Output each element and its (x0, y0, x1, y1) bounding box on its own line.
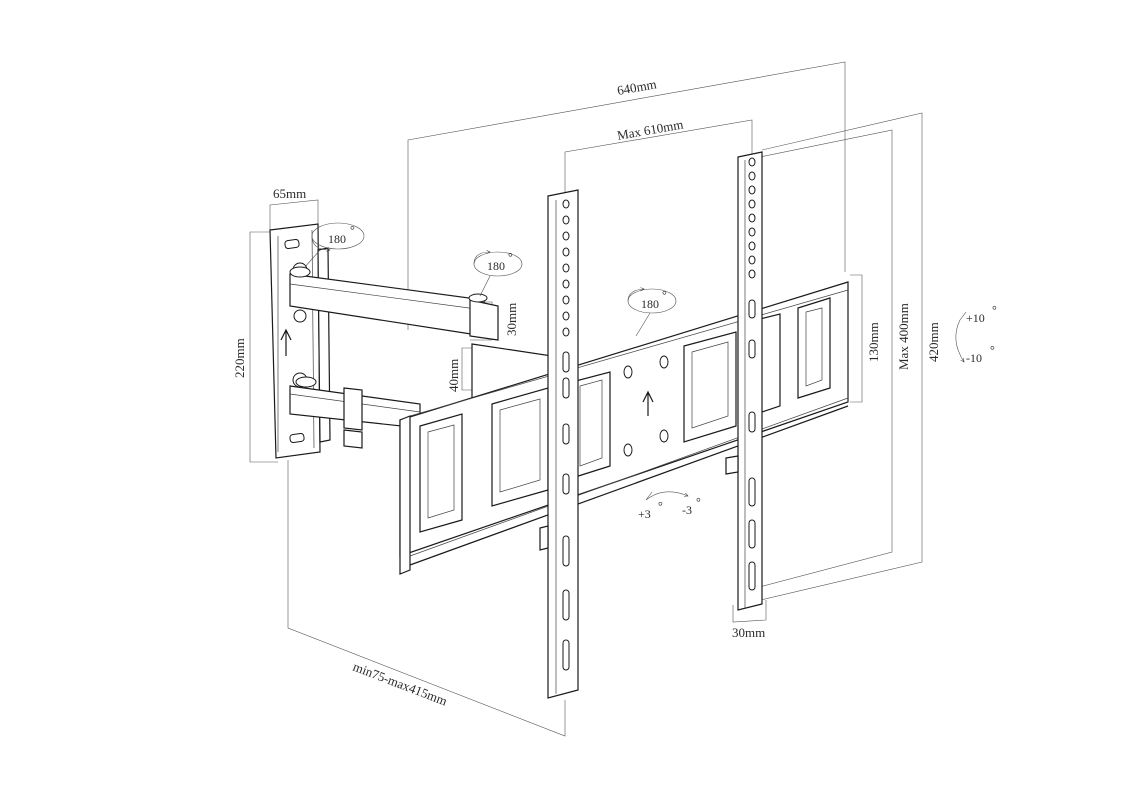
extension-label: min75-max415mm (351, 659, 449, 709)
wall-plate (269, 223, 331, 459)
tilt-down-degree: ° (990, 343, 995, 357)
plate-swivel-degree: ° (662, 288, 667, 302)
rail-width-label: 30mm (732, 625, 765, 640)
wall-swivel-degree: ° (350, 223, 355, 237)
right-rail (725, 151, 763, 611)
mount-height-label: 130mm (866, 322, 881, 362)
adapter-plate (399, 281, 849, 575)
wall-swivel-label: 180 (328, 232, 346, 246)
bracket-depth-label: 40mm (446, 359, 461, 392)
max-vesa-height-label: Max 400mm (896, 303, 911, 370)
right-rail-holes (748, 157, 756, 591)
wall-plate-height-label: 220mm (232, 338, 247, 378)
rail-length-label: 420mm (926, 322, 941, 362)
level-plus-degree: ° (658, 499, 663, 513)
rotation-arrows (303, 222, 967, 501)
plate-swivel-label: 180 (641, 297, 659, 311)
max-vesa-width-label: Max 610mm (616, 117, 684, 143)
tilt-up-degree: ° (992, 303, 997, 317)
overall-width-label: 640mm (616, 76, 658, 98)
level-plus-label: +3 (638, 507, 651, 521)
rotation-labels: 180 ° 180 ° 180 ° +10 ° -10 ° +3 ° -3 ° (328, 223, 997, 521)
left-rail (539, 189, 579, 699)
tilt-up-label: +10 (966, 311, 985, 325)
arm-swivel-degree: ° (508, 250, 513, 264)
level-minus-degree: ° (696, 495, 701, 509)
left-rail-holes (562, 199, 570, 671)
arm-thickness-label: 30mm (504, 303, 519, 336)
arm-swivel-label: 180 (487, 259, 505, 273)
level-minus-label: -3 (682, 503, 692, 517)
tilt-down-label: -10 (966, 351, 982, 365)
upper-arm (289, 266, 499, 341)
wall-plate-width-label: 65mm (273, 186, 306, 201)
